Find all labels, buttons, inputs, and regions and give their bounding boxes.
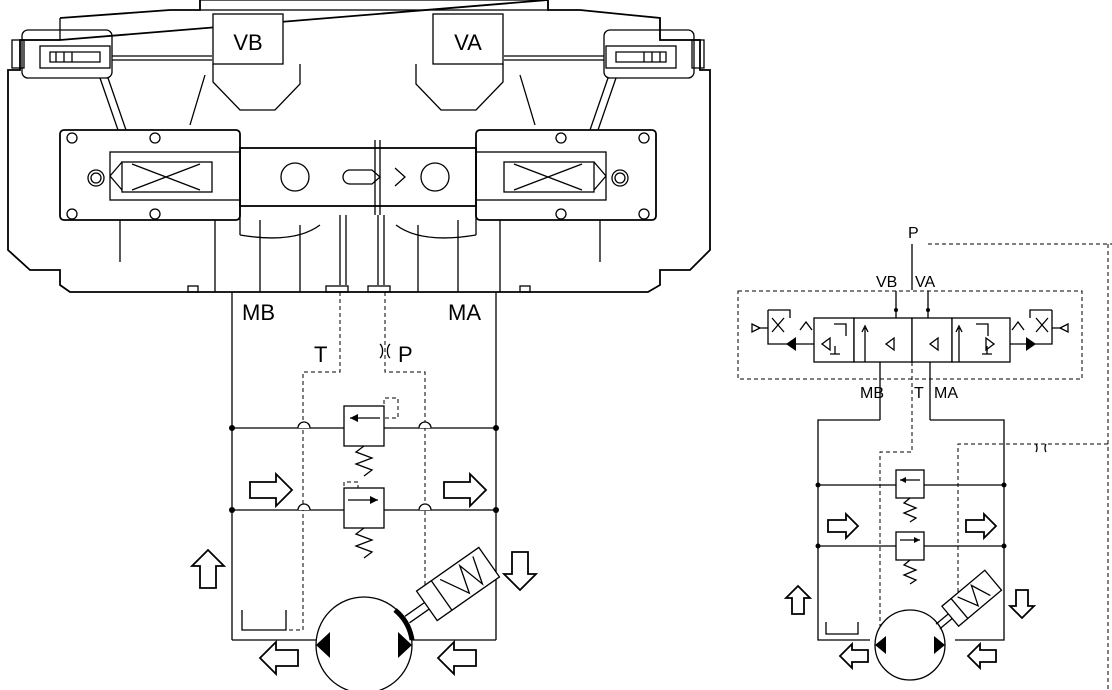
symbol-ma-label: MA: [934, 385, 958, 402]
flow-arrow-down: [501, 551, 539, 592]
t-label: T: [314, 342, 327, 367]
relief-valve-lower: [343, 487, 385, 529]
va-port-box: [432, 13, 504, 65]
spool-left-bore: [280, 162, 310, 192]
va-label: VA: [454, 30, 482, 55]
symbol-p-label: P: [908, 225, 919, 242]
spool-right-bore: [420, 162, 450, 192]
left-solenoid-housing: [59, 129, 241, 221]
symbolic-schematic: P VB VA MB: [737, 225, 1112, 690]
flow-arrow-left-bottom-left: [258, 639, 299, 677]
flow-arrow-up: [189, 548, 227, 589]
symbol-va-label: VA: [915, 274, 935, 291]
valve-section-drawing: VB VA: [7, 0, 711, 293]
symbol-mb-label: MB: [860, 385, 884, 402]
flow-arrow-right-left: [249, 471, 294, 509]
symbol-t-label: T: [914, 385, 924, 402]
p-label: P: [398, 342, 413, 367]
relief-valve-upper: [343, 405, 385, 447]
valve-symbol-enclosure: [737, 290, 1083, 380]
ma-label: MA: [448, 300, 481, 325]
tank-symbol: [241, 610, 287, 631]
spool: [239, 147, 477, 207]
brake-cylinder: [404, 546, 501, 624]
mb-label: MB: [242, 300, 275, 325]
right-solenoid-housing: [475, 129, 657, 221]
vb-label: VB: [233, 30, 262, 55]
symbol-vb-label: VB: [876, 274, 897, 291]
flow-arrow-left-bottom-right: [436, 639, 477, 677]
vb-port-box: [212, 13, 284, 65]
flow-arrow-right-right: [443, 471, 488, 509]
main-circuit: MB MA T P: [189, 292, 539, 690]
orifice-symbol: [379, 343, 391, 359]
